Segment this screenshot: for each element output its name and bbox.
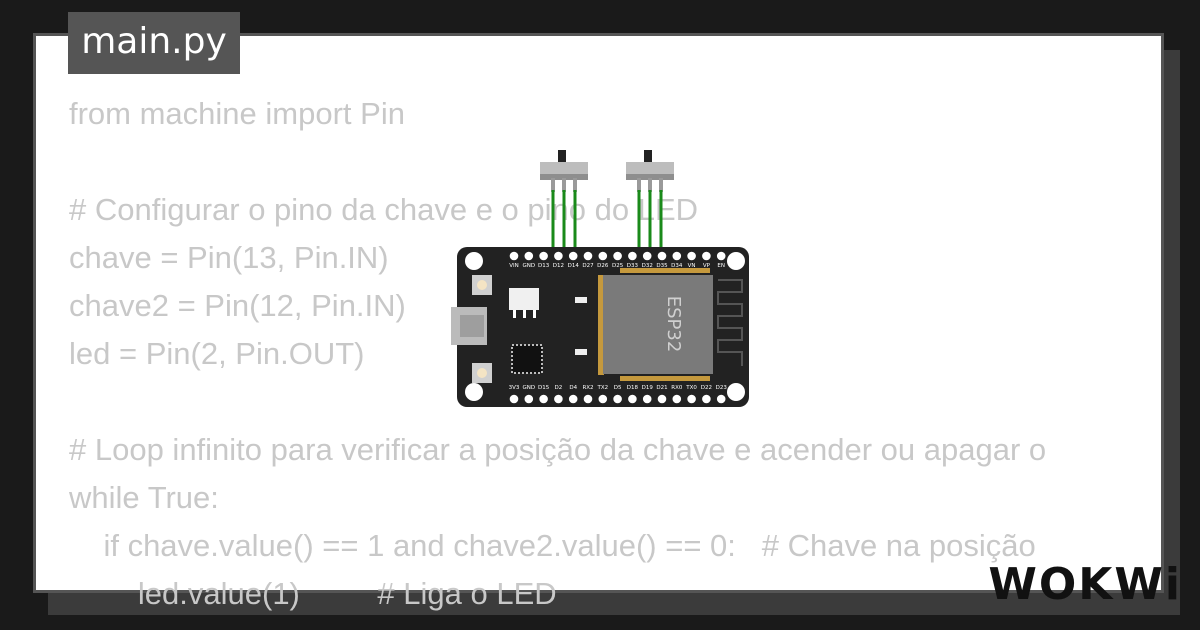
pin-dot[interactable]	[598, 394, 608, 404]
pin-dot[interactable]	[642, 394, 652, 404]
pin-label: D32	[642, 263, 653, 269]
pin-dot[interactable]	[539, 251, 548, 261]
pin-label: RX0	[671, 385, 683, 391]
pin-dot[interactable]	[509, 394, 519, 404]
pin-label: VP	[703, 263, 711, 269]
pin-label: D22	[701, 385, 712, 391]
pin-label: D5	[614, 385, 622, 391]
pin-dot[interactable]	[642, 251, 652, 261]
pin-dot[interactable]	[657, 251, 667, 261]
code-editor[interactable]: from machine import Pin# Configurar o pi…	[69, 90, 1046, 618]
pin-dot[interactable]	[716, 394, 726, 404]
pin-label: TX2	[596, 385, 608, 391]
wokwi-logo: WOKWi	[988, 559, 1182, 610]
code-line: from machine import Pin	[69, 96, 405, 131]
pin-label: 3V3	[509, 385, 520, 391]
pin-label: D19	[642, 385, 654, 391]
pin-label: D23	[716, 385, 728, 391]
pin-label: D12	[553, 263, 564, 269]
pin-label: VIN	[509, 263, 519, 269]
code-line: led.value(1) # Liga o LED	[69, 576, 557, 611]
pin-label: VN	[688, 263, 696, 269]
code-line: # Loop infinito para verificar a posição…	[69, 432, 1047, 467]
pin-dot[interactable]	[583, 394, 593, 404]
pin-dot[interactable]	[583, 251, 593, 261]
pin-dot[interactable]	[568, 394, 578, 404]
pin-dot[interactable]	[539, 394, 548, 404]
pin-dot[interactable]	[598, 251, 608, 261]
pin-dot[interactable]	[613, 251, 622, 261]
pin-label: D13	[538, 263, 550, 269]
pin-dot[interactable]	[628, 251, 637, 261]
pin-dot[interactable]	[687, 251, 696, 261]
slide-switch-2[interactable]	[626, 150, 674, 192]
pin-dot[interactable]	[613, 394, 622, 404]
pin-dot[interactable]	[628, 394, 637, 404]
pin-dot[interactable]	[657, 394, 667, 404]
pin-label: D26	[597, 263, 609, 269]
code-line: if chave.value() == 1 and chave2.value()…	[69, 528, 1036, 563]
pin-dot[interactable]	[554, 394, 563, 404]
pin-label: GND	[522, 385, 535, 391]
file-tab-label: main.py	[81, 20, 227, 62]
pin-dot[interactable]	[702, 394, 711, 404]
pin-label: RX2	[582, 385, 593, 391]
code-line: led = Pin(2, Pin.OUT)	[69, 336, 365, 371]
pin-dot[interactable]	[672, 251, 682, 261]
pin-dot[interactable]	[716, 251, 726, 261]
pin-dot[interactable]	[509, 251, 519, 261]
top-pin-row	[509, 251, 726, 261]
pin-dot[interactable]	[702, 251, 711, 261]
pin-label: D4	[569, 385, 577, 391]
pin-label: D15	[538, 385, 550, 391]
pin-dot[interactable]	[554, 251, 563, 261]
pin-label: D21	[656, 385, 667, 391]
code-line: chave = Pin(13, Pin.IN)	[69, 240, 389, 275]
slide-switch-1[interactable]	[540, 150, 588, 192]
pin-label: TX0	[685, 385, 697, 391]
pin-dot[interactable]	[524, 394, 534, 404]
pin-label: D34	[671, 263, 683, 269]
pin-label: GND	[522, 263, 535, 269]
file-tab[interactable]: main.py	[68, 12, 240, 74]
pin-label: D35	[656, 263, 668, 269]
code-line: chave2 = Pin(12, Pin.IN)	[69, 288, 406, 323]
bottom-pin-row	[509, 394, 726, 404]
pin-label: D25	[612, 263, 624, 269]
pin-dot[interactable]	[568, 251, 578, 261]
wires	[517, 190, 670, 258]
code-line: while True:	[69, 480, 219, 515]
pin-dot[interactable]	[524, 251, 534, 261]
pin-label: D14	[568, 263, 580, 269]
pin-label: D27	[582, 263, 594, 269]
pin-label: D18	[627, 385, 639, 391]
pin-label: EN	[717, 263, 725, 269]
chip-label: ESP32	[663, 296, 684, 353]
pin-dot[interactable]	[687, 394, 696, 404]
pin-dot[interactable]	[672, 394, 682, 404]
pin-label: D2	[555, 385, 563, 391]
pin-label: D33	[627, 263, 639, 269]
